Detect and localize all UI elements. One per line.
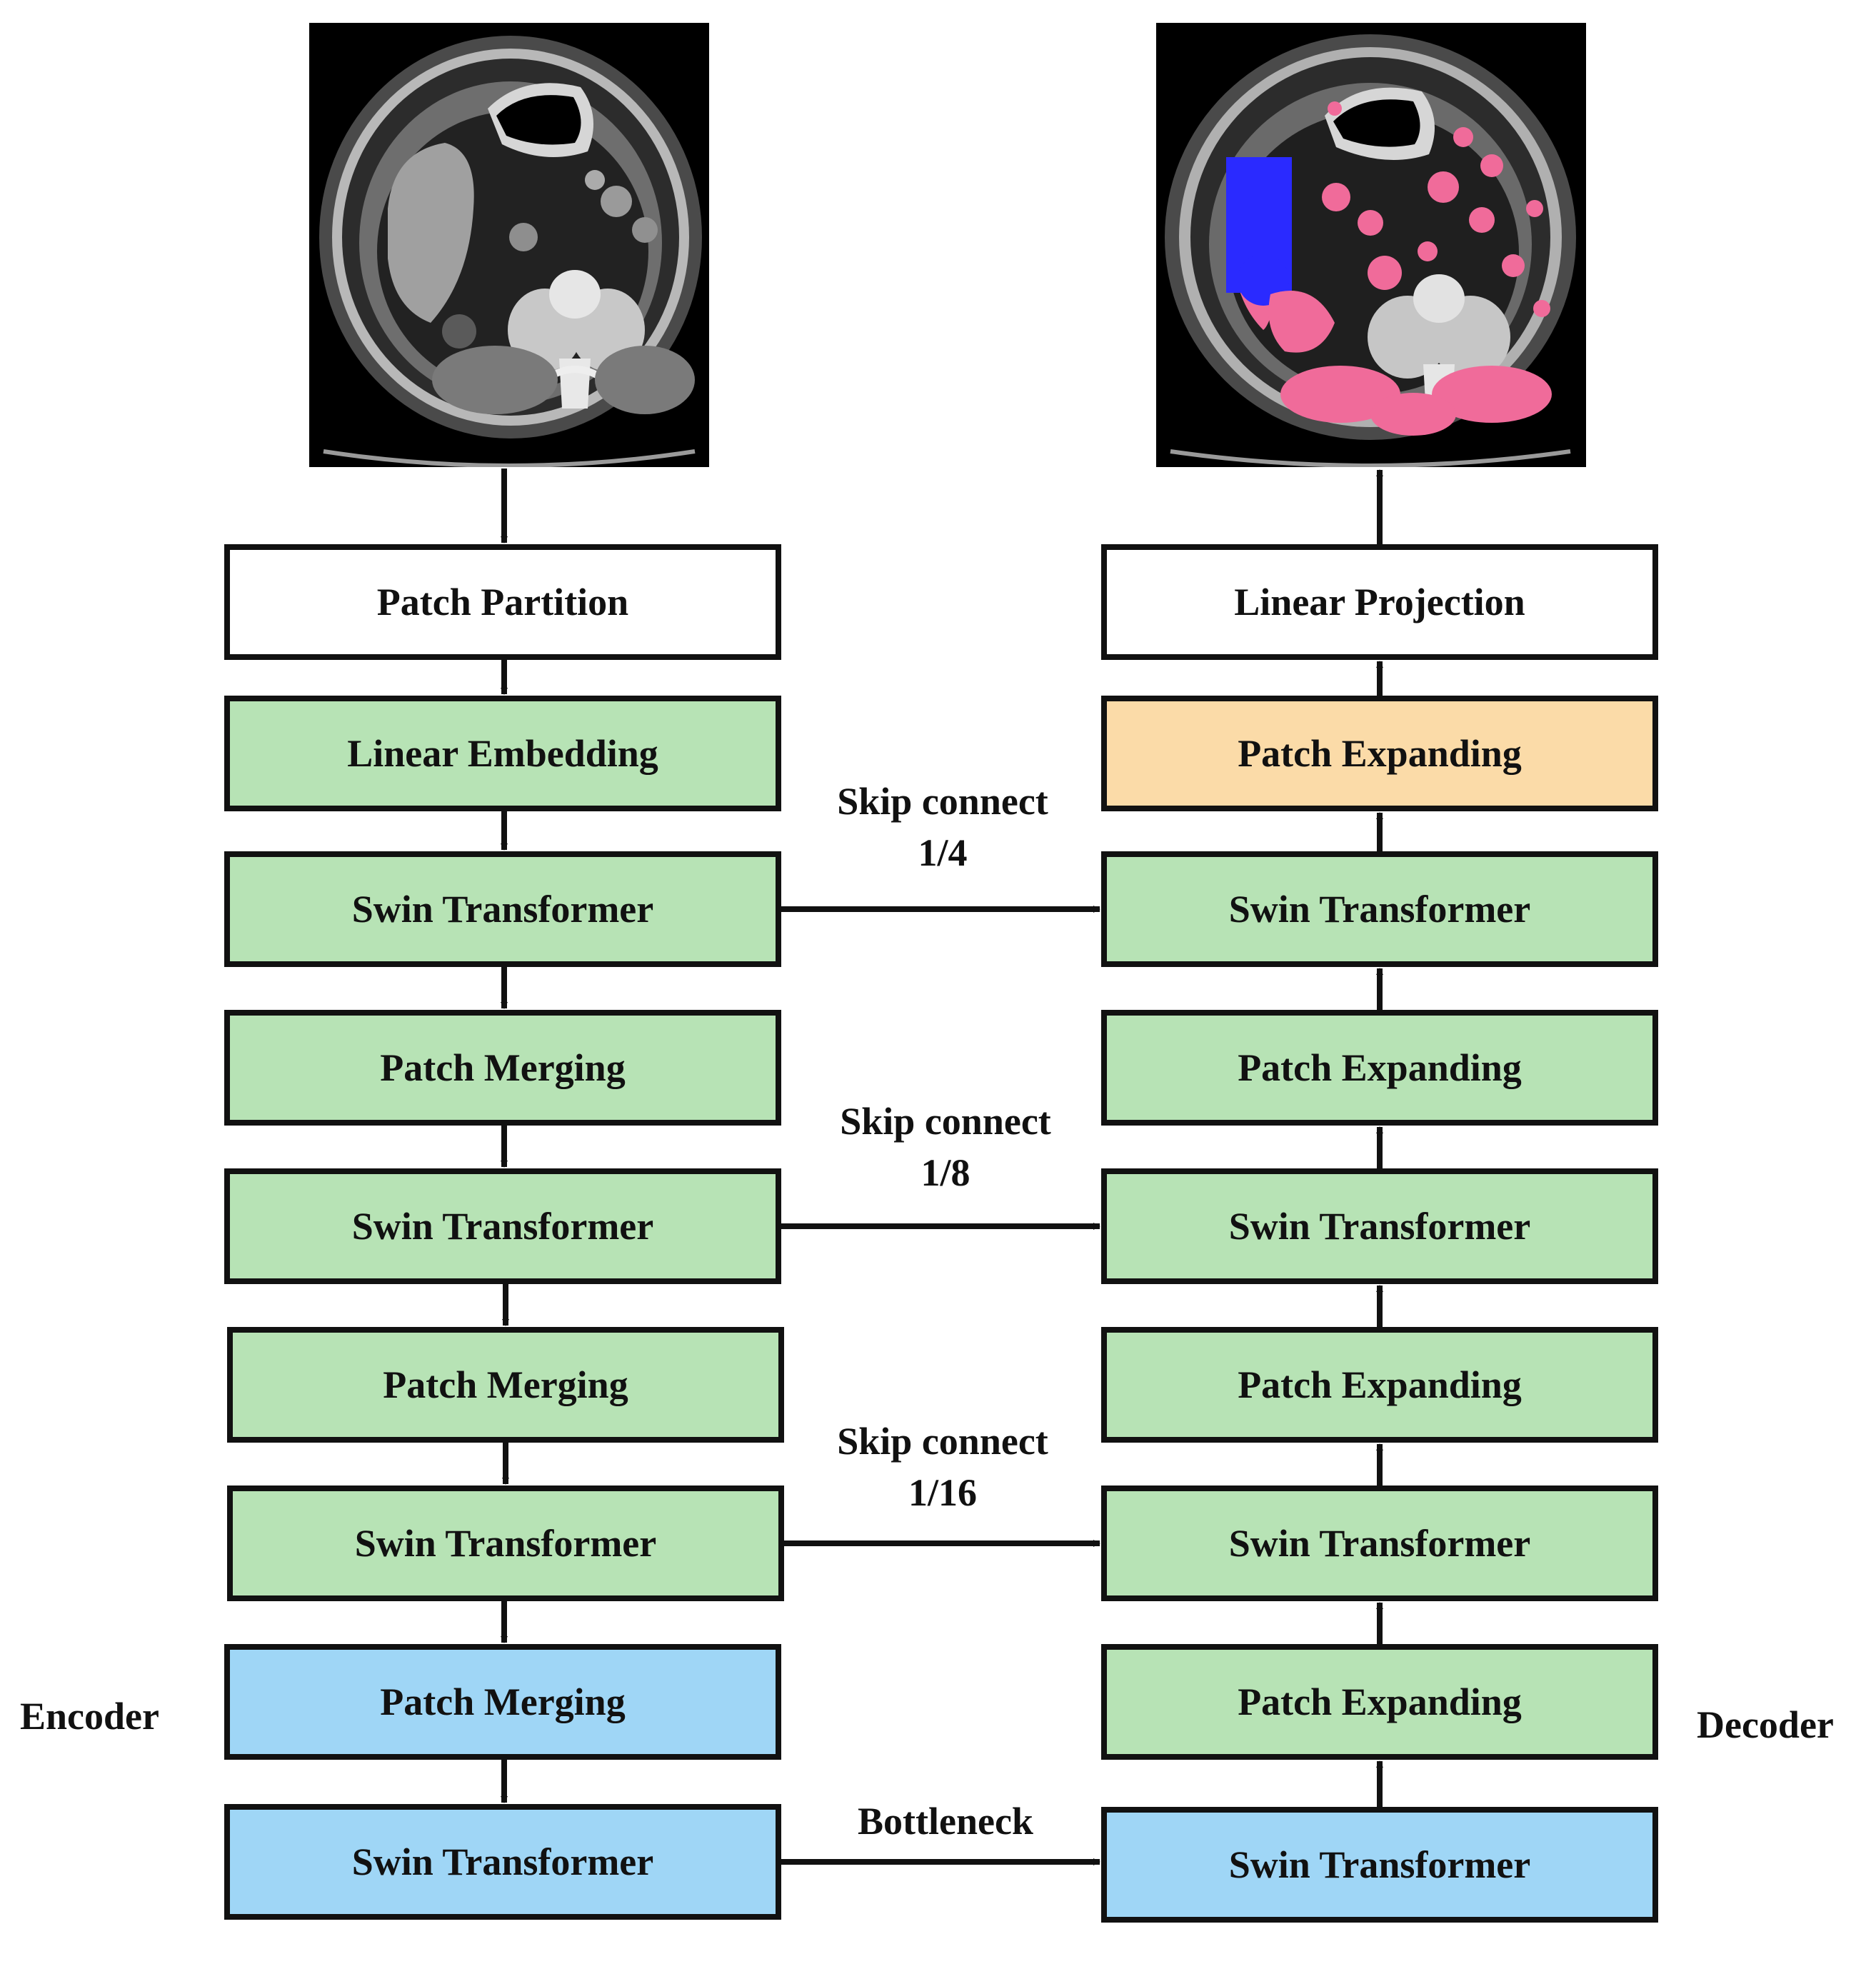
decoder-swin-transformer-2: Swin Transformer	[1101, 1168, 1658, 1284]
encoder-swin-transformer-2: Swin Transformer	[224, 1168, 781, 1284]
decoder-swin-transformer-1: Swin Transformer	[1101, 851, 1658, 967]
encoder-block-label: Swin Transformer	[351, 888, 654, 931]
skip-connection-ratio: 1/16	[908, 1471, 977, 1514]
encoder-block-label: Patch Partition	[376, 581, 629, 623]
decoder-block-label: Swin Transformer	[1228, 1522, 1531, 1565]
decoder-patch-expanding-1: Patch Expanding	[1101, 1010, 1658, 1126]
decoder-swin-transformer-3: Swin Transformer	[1101, 1485, 1658, 1601]
input-ct-scan-graphic	[309, 23, 709, 467]
encoder-patch-merging-2: Patch Merging	[227, 1327, 784, 1443]
decoder-patch-expanding-final: Patch Expanding	[1101, 696, 1658, 811]
output-segmentation-graphic	[1156, 23, 1586, 467]
encoder-patch-merging-1: Patch Merging	[224, 1010, 781, 1126]
skip-connection-title: Skip connect	[837, 780, 1048, 823]
encoder-swin-transformer-3: Swin Transformer	[227, 1485, 784, 1601]
decoder-patch-expanding-3: Patch Expanding	[1101, 1644, 1658, 1760]
encoder-patch-partition: Patch Partition	[224, 544, 781, 660]
encoder-label: Encoder	[20, 1695, 159, 1738]
decoder-block-label: Patch Expanding	[1238, 1046, 1522, 1089]
decoder-block-label: Swin Transformer	[1228, 888, 1531, 931]
encoder-block-label: Linear Embedding	[347, 732, 658, 775]
decoder-block-label: Linear Projection	[1234, 581, 1525, 623]
decoder-block-label: Swin Transformer	[1228, 1843, 1531, 1886]
encoder-block-label: Patch Merging	[380, 1680, 626, 1723]
encoder-patch-merging-3: Patch Merging	[224, 1644, 781, 1760]
encoder-linear-embedding: Linear Embedding	[224, 696, 781, 811]
decoder-block-label: Swin Transformer	[1228, 1205, 1531, 1248]
skip-connection-ratio: 1/4	[918, 831, 968, 874]
skip-connection-title: Skip connect	[837, 1420, 1048, 1463]
skip-connection-title: Skip connect	[840, 1100, 1051, 1143]
bottleneck-title: Bottleneck	[858, 1800, 1033, 1843]
skip-connection-ratio: 1/8	[921, 1151, 970, 1194]
encoder-block-label: Patch Merging	[380, 1046, 626, 1089]
encoder-block-label: Swin Transformer	[351, 1840, 654, 1883]
decoder-block-label: Patch Expanding	[1238, 732, 1522, 775]
skip-connection-label-2: Skip connect 1/8	[781, 1096, 1110, 1198]
decoder-block-label: Patch Expanding	[1238, 1680, 1522, 1723]
decoder-linear-projection: Linear Projection	[1101, 544, 1658, 660]
output-segmentation-image	[1156, 23, 1586, 467]
decoder-block-label: Patch Expanding	[1238, 1363, 1522, 1406]
encoder-block-label: Swin Transformer	[351, 1205, 654, 1248]
skip-connection-label-3: Skip connect 1/16	[778, 1416, 1107, 1518]
decoder-label: Decoder	[1697, 1703, 1834, 1746]
encoder-block-label: Swin Transformer	[354, 1522, 657, 1565]
bottleneck-label: Bottleneck	[781, 1795, 1110, 1847]
encoder-swin-transformer-4: Swin Transformer	[224, 1804, 781, 1920]
decoder-swin-transformer-4: Swin Transformer	[1101, 1807, 1658, 1923]
skip-connection-label-1: Skip connect 1/4	[778, 776, 1107, 878]
encoder-swin-transformer-1: Swin Transformer	[224, 851, 781, 967]
encoder-block-label: Patch Merging	[383, 1363, 628, 1406]
decoder-patch-expanding-2: Patch Expanding	[1101, 1327, 1658, 1443]
input-ct-image	[309, 23, 709, 467]
